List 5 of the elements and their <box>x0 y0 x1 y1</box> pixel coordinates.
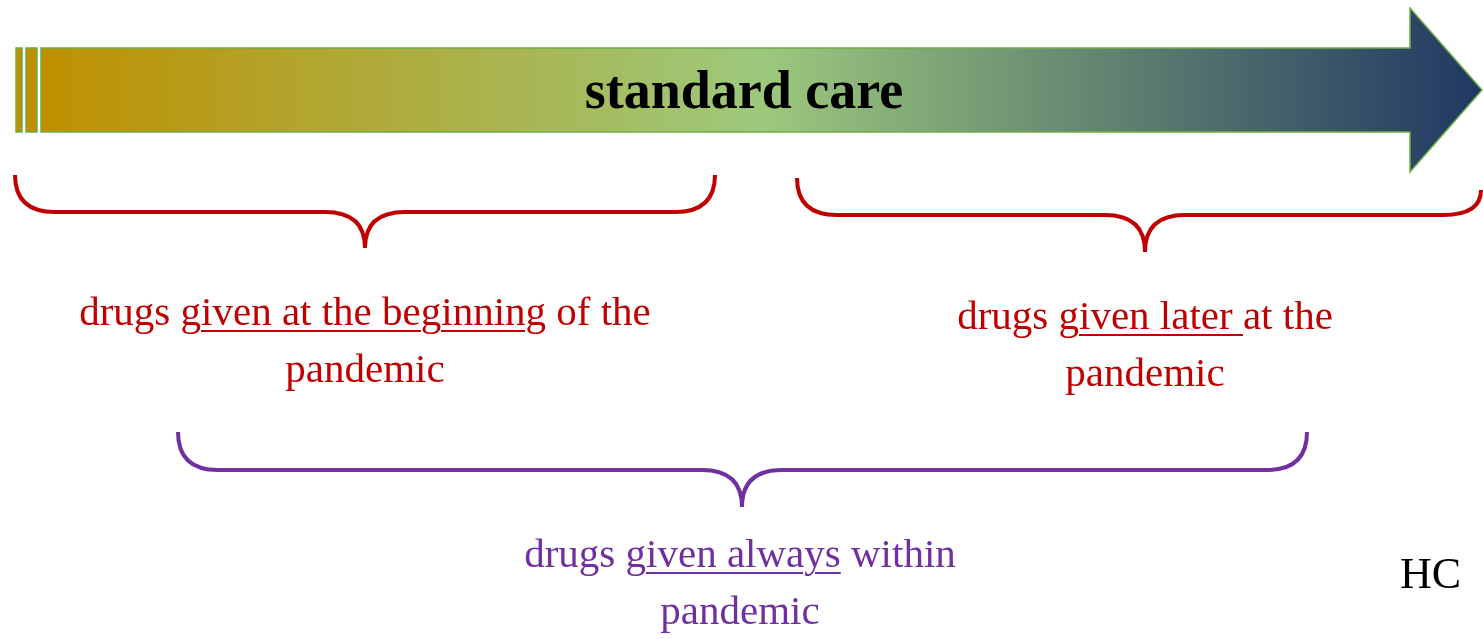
note-text: HC <box>1400 548 1463 600</box>
bracket-caption: drugs given always within pandemic <box>523 529 957 635</box>
arrow-label: standard care <box>583 59 905 122</box>
bracket-caption: drugs given at the beginning of the pandemic <box>78 287 652 393</box>
bracket-caption: drugs given later at the pandemic <box>956 291 1334 397</box>
